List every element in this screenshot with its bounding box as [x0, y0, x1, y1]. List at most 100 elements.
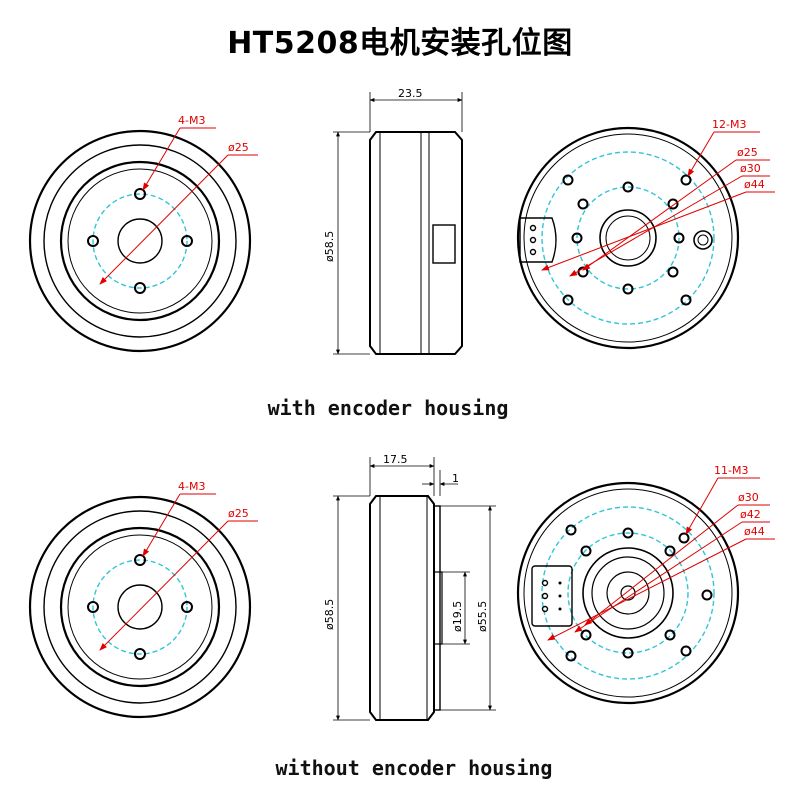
mount-hole: [87, 235, 99, 247]
d3-label: ø44: [744, 525, 765, 538]
holes-label: 12-M3: [712, 118, 746, 131]
shaft-label: ø19.5: [451, 601, 464, 632]
mount-hole: [664, 629, 676, 641]
port-pin: [529, 236, 537, 244]
side-view-top: 23.5 ø58.5: [323, 87, 463, 355]
leader: [142, 493, 181, 557]
holes-label: 11-M3: [714, 464, 748, 477]
mount-hole: [701, 589, 713, 601]
mount-hole: [580, 629, 592, 641]
port-pin: [558, 581, 562, 585]
mount-hole: [667, 198, 679, 210]
mount-hole: [622, 647, 634, 659]
outer-ring: [516, 126, 740, 350]
hub: [606, 571, 650, 615]
inner-ring: [523, 133, 733, 343]
mount-hole: [181, 601, 193, 613]
shaft-step: [433, 571, 443, 645]
caption-without-encoder: without encoder housing: [275, 756, 553, 780]
inner-ring: [43, 144, 237, 338]
pitch-circle: [92, 193, 188, 289]
center-boss: [599, 209, 657, 267]
diameter-label: ø58.5: [323, 599, 336, 630]
port-pin: [541, 579, 549, 587]
holes-label: 4-M3: [178, 114, 205, 127]
pitch-circle-44: [541, 506, 715, 680]
mount-hole: [571, 232, 583, 244]
leader: [685, 477, 719, 535]
inner-ring: [523, 488, 733, 698]
port-pin: [541, 592, 549, 600]
leader: [142, 127, 181, 191]
rear-view-top: 12-M3 ø25 ø30 ø44: [516, 118, 775, 350]
face-ring: [59, 526, 221, 688]
face-inner-ring: [67, 534, 213, 680]
port-pin: [529, 224, 537, 232]
step-label: 1: [452, 472, 459, 485]
mount-hole: [134, 282, 146, 294]
leader: [582, 159, 737, 271]
mount-hole: [667, 266, 679, 278]
shaft: [620, 585, 636, 601]
d2-label: ø30: [740, 162, 761, 175]
front-view-top: 4-M3 ø25: [28, 114, 258, 353]
motor-body: [369, 495, 435, 721]
boss-label: ø55.5: [476, 601, 489, 632]
mount-hole: [664, 545, 676, 557]
pitch-circle-30: [576, 186, 680, 290]
face-inner-ring: [67, 168, 213, 314]
mount-hole: [134, 648, 146, 660]
mount-hole: [622, 527, 634, 539]
pcd-label: ø25: [228, 507, 249, 520]
width-label: 17.5: [383, 453, 408, 466]
mount-hole: [565, 524, 577, 536]
holes-label: 4-M3: [178, 480, 205, 493]
leader: [547, 538, 747, 641]
center-boss-inner: [591, 556, 665, 630]
width-label: 23.5: [398, 87, 423, 100]
outer-ring: [516, 481, 740, 705]
port-pin: [541, 605, 549, 613]
center-bore: [117, 584, 163, 630]
center-bore: [605, 215, 651, 261]
motor-body: [369, 131, 463, 355]
leader: [687, 131, 715, 177]
mount-hole: [680, 294, 692, 306]
page-title: HT5208电机安装孔位图: [227, 26, 573, 61]
encoder-port: [519, 217, 557, 263]
d2-label: ø42: [740, 508, 761, 521]
inner-ring: [43, 510, 237, 704]
pitch-circle-30: [567, 532, 689, 654]
mount-hole: [577, 198, 589, 210]
port-pin: [558, 607, 562, 611]
leader: [584, 504, 739, 626]
mount-hole: [673, 232, 685, 244]
pitch-circle: [92, 559, 188, 655]
connector-block: [432, 224, 456, 264]
leader: [99, 520, 229, 651]
port-pin: [558, 594, 562, 598]
port-pin: [529, 248, 537, 256]
rear-view-bottom: 11-M3 ø30 ø42 ø44: [516, 464, 775, 705]
index-hole-inner: [697, 234, 709, 246]
center-boss: [582, 547, 674, 639]
mount-hole: [181, 235, 193, 247]
front-view-bottom: 4-M3 ø25: [28, 480, 258, 719]
mount-hole: [87, 601, 99, 613]
mount-hole: [622, 181, 634, 193]
leader: [99, 154, 229, 285]
mount-hole: [622, 283, 634, 295]
mount-hole: [680, 174, 692, 186]
d1-label: ø30: [738, 491, 759, 504]
pitch-circle-44: [541, 151, 715, 325]
outer-ring: [28, 495, 252, 719]
outer-ring: [28, 129, 252, 353]
mount-hole: [680, 645, 692, 657]
mount-hole: [565, 650, 577, 662]
mount-hole: [678, 532, 690, 544]
mount-hole: [562, 294, 574, 306]
caption-with-encoder: with encoder housing: [267, 396, 509, 420]
d3-label: ø44: [744, 178, 765, 191]
